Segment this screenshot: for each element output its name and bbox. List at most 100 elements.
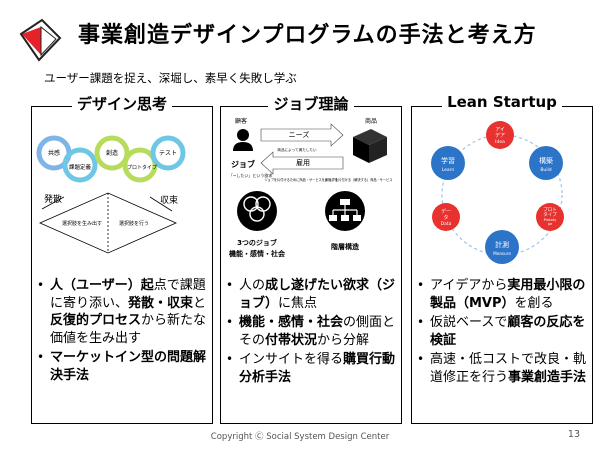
panel-design-thinking: デザイン思考 共感 課題定義 創造 プロトタイプ テスト 発散 収束 選択肢を生…	[31, 95, 213, 424]
svg-text:Build: Build	[540, 167, 551, 173]
svg-text:プロト: プロト	[543, 207, 557, 213]
bullet-text: 点で課題に寄り添い、	[50, 278, 206, 311]
design-thinking-diagram: 共感 課題定義 創造 プロトタイプ テスト 発散 収束 選択肢を生み出す 選択肢…	[36, 135, 186, 254]
three-circles-icon	[237, 191, 277, 231]
svg-text:Measure: Measure	[493, 251, 511, 256]
idea-node: アイ デア Idea	[486, 121, 514, 149]
bullet-text: 高速・低コストで改良・軌道修正を行う	[430, 352, 587, 385]
bullet-item: マーケットイン型の問題解決手法	[36, 349, 210, 384]
svg-text:タ: タ	[443, 214, 448, 221]
person-icon	[233, 129, 253, 151]
bullet-list: 人の成し遂げたい欲求（ジョブ）に焦点機能・感情・社会の側面とその付帯状況から分解…	[225, 277, 399, 388]
loop-ideate	[94, 135, 130, 171]
customer-label: 顧客	[235, 117, 247, 125]
box-icon	[353, 129, 387, 163]
bullet-text: 顧客の反応を検証	[430, 315, 586, 348]
svg-text:Idea: Idea	[495, 139, 505, 145]
bullet-text: 購買行動分析手法	[239, 352, 396, 385]
bullet-item: 人の成し遂げたい欲求（ジョブ）に焦点	[225, 277, 399, 312]
three-jobs-label: 3つのジョブ	[237, 238, 277, 247]
step-test: テスト	[159, 150, 177, 157]
prototype-node: プロト タイプ Prototy pe	[536, 203, 564, 231]
job-sub: 「~したい」という欲求	[229, 172, 272, 178]
bullet-text: 人（ユーザー）起	[50, 278, 154, 293]
build-node: 構築 Build	[529, 146, 563, 180]
bullet-text: を創る	[514, 295, 554, 311]
panel-job-theory: ジョブ理論 顧客 商品 ニーズ 商品によって満たしたい 雇用 ジョブを片付けるた…	[220, 95, 402, 424]
svg-text:計測: 計測	[495, 240, 509, 249]
loop-prototype	[122, 147, 158, 183]
diverge-arrow	[41, 196, 65, 210]
loop-define	[62, 147, 98, 183]
measure-node: 計測 Measure	[485, 230, 519, 264]
bullet-text: 人の	[239, 278, 266, 293]
bullet-item: 機能・感情・社会の側面とその付帯状況から分解	[225, 314, 399, 349]
bullet-text: 発散・収束	[128, 295, 194, 311]
three-jobs-sub: 機能・感情・社会	[229, 249, 286, 258]
needs-sub: 商品によって満たしたい	[277, 147, 317, 152]
hierarchy-icon	[325, 191, 365, 231]
bullet-text: に焦点	[278, 295, 318, 311]
svg-text:デア: デア	[495, 132, 505, 139]
bullet-item: インサイトを得る購買行動分析手法	[225, 351, 399, 386]
hire-label: 雇用	[296, 158, 310, 167]
bullet-text: 反復的プロセス	[50, 313, 142, 328]
bullet-text: アイデアから	[430, 278, 508, 293]
bullet-text: マーケットイン型の問題解決手法	[50, 350, 207, 383]
svg-text:学習: 学習	[441, 156, 455, 165]
bullet-text: インサイトを得る	[239, 352, 344, 367]
diverge-converge-diamond	[39, 192, 177, 254]
page-title: 事業創造デザインプログラムの手法と考え方	[78, 23, 537, 48]
bullet-list: 人（ユーザー）起点で課題に寄り添い、発散・収束と反復的プロセスから新たな価値を生…	[36, 277, 210, 386]
bullet-item: 人（ユーザー）起点で課題に寄り添い、発散・収束と反復的プロセスから新たな価値を生…	[36, 277, 210, 347]
converge-arrow	[149, 196, 173, 212]
panel-lean-startup: Lean Startup アイ デア Idea 構築 Build プロト タイプ…	[411, 93, 593, 424]
svg-text:構築: 構築	[539, 156, 553, 165]
step-empathize: 共感	[48, 149, 60, 157]
svg-text:Prototy: Prototy	[544, 218, 558, 222]
page-subtitle: ユーザー課題を捉え、深堀し、素早く失敗し学ぶ	[44, 71, 297, 85]
hierarchy-label: 階層構造	[331, 242, 360, 251]
svg-text:Data: Data	[441, 221, 452, 227]
job-theory-diagram: 顧客 商品 ニーズ 商品によって満たしたい 雇用 ジョブを片付けるために商品・サ…	[229, 117, 393, 258]
step-define: 課題定義	[69, 163, 92, 171]
bullet-text: の側面とその	[239, 315, 396, 348]
job-label: ジョブ	[231, 159, 255, 169]
company-logo	[19, 18, 62, 62]
left-box-label: 選択肢を生み出す	[62, 220, 102, 227]
diverge-label: 発散	[44, 193, 62, 205]
converge-label: 収束	[160, 194, 178, 206]
bullet-text: 実用最小限の製品（MVP）	[430, 278, 586, 311]
svg-text:デー: デー	[441, 208, 451, 215]
page-number: 13	[567, 429, 580, 440]
bullet-text: 付帯状況	[265, 332, 318, 348]
data-node: デー タ Data	[432, 203, 460, 231]
bullet-text: 仮説ベースで	[430, 315, 508, 330]
bullet-text: 成し遂げたい欲求（ジョブ）	[239, 278, 396, 311]
bullet-text: 事業創造手法	[508, 369, 587, 385]
lean-startup-diagram: アイ デア Idea 構築 Build プロト タイプ Prototy pe 計…	[431, 121, 564, 264]
panel-title: Lean Startup	[420, 93, 584, 111]
panel-title: デザイン思考	[40, 93, 204, 114]
loop-test	[150, 135, 186, 171]
bullet-item: 仮説ベースで顧客の反応を検証	[416, 314, 590, 349]
bullet-list: アイデアから実用最小限の製品（MVP）を創る仮説ベースで顧客の反応を検証高速・低…	[416, 277, 590, 388]
bullet-text: から分解	[317, 332, 370, 348]
bullet-item: 高速・低コストで改良・軌道修正を行う事業創造手法	[416, 351, 590, 386]
hire-sub: ジョブを片付けるために商品・サービスを雇用する	[264, 177, 337, 182]
learn-node: 学習 Learn	[431, 146, 465, 180]
right-box-label: 選択肢を行う	[119, 220, 149, 227]
bullet-text: から新たな価値を生み出す	[50, 313, 207, 346]
bullet-text: と	[193, 295, 207, 311]
panel-title: ジョブ理論	[229, 93, 393, 114]
hire-arrow	[260, 151, 344, 175]
step-prototype: プロトタイプ	[127, 164, 157, 171]
copyright-footer: Copyright Ⓒ Social System Design Center	[210, 432, 390, 442]
bullet-text: 機能・感情・社会	[239, 315, 344, 330]
needs-arrow	[260, 123, 344, 147]
svg-text:アイ: アイ	[495, 127, 505, 133]
step-ideate: 創造	[106, 149, 118, 157]
svg-text:タイプ: タイプ	[543, 211, 557, 218]
bullet-item: アイデアから実用最小限の製品（MVP）を創る	[416, 277, 590, 312]
product-sub: ジョブを片付ける（解決する）商品・サービス	[326, 177, 393, 182]
